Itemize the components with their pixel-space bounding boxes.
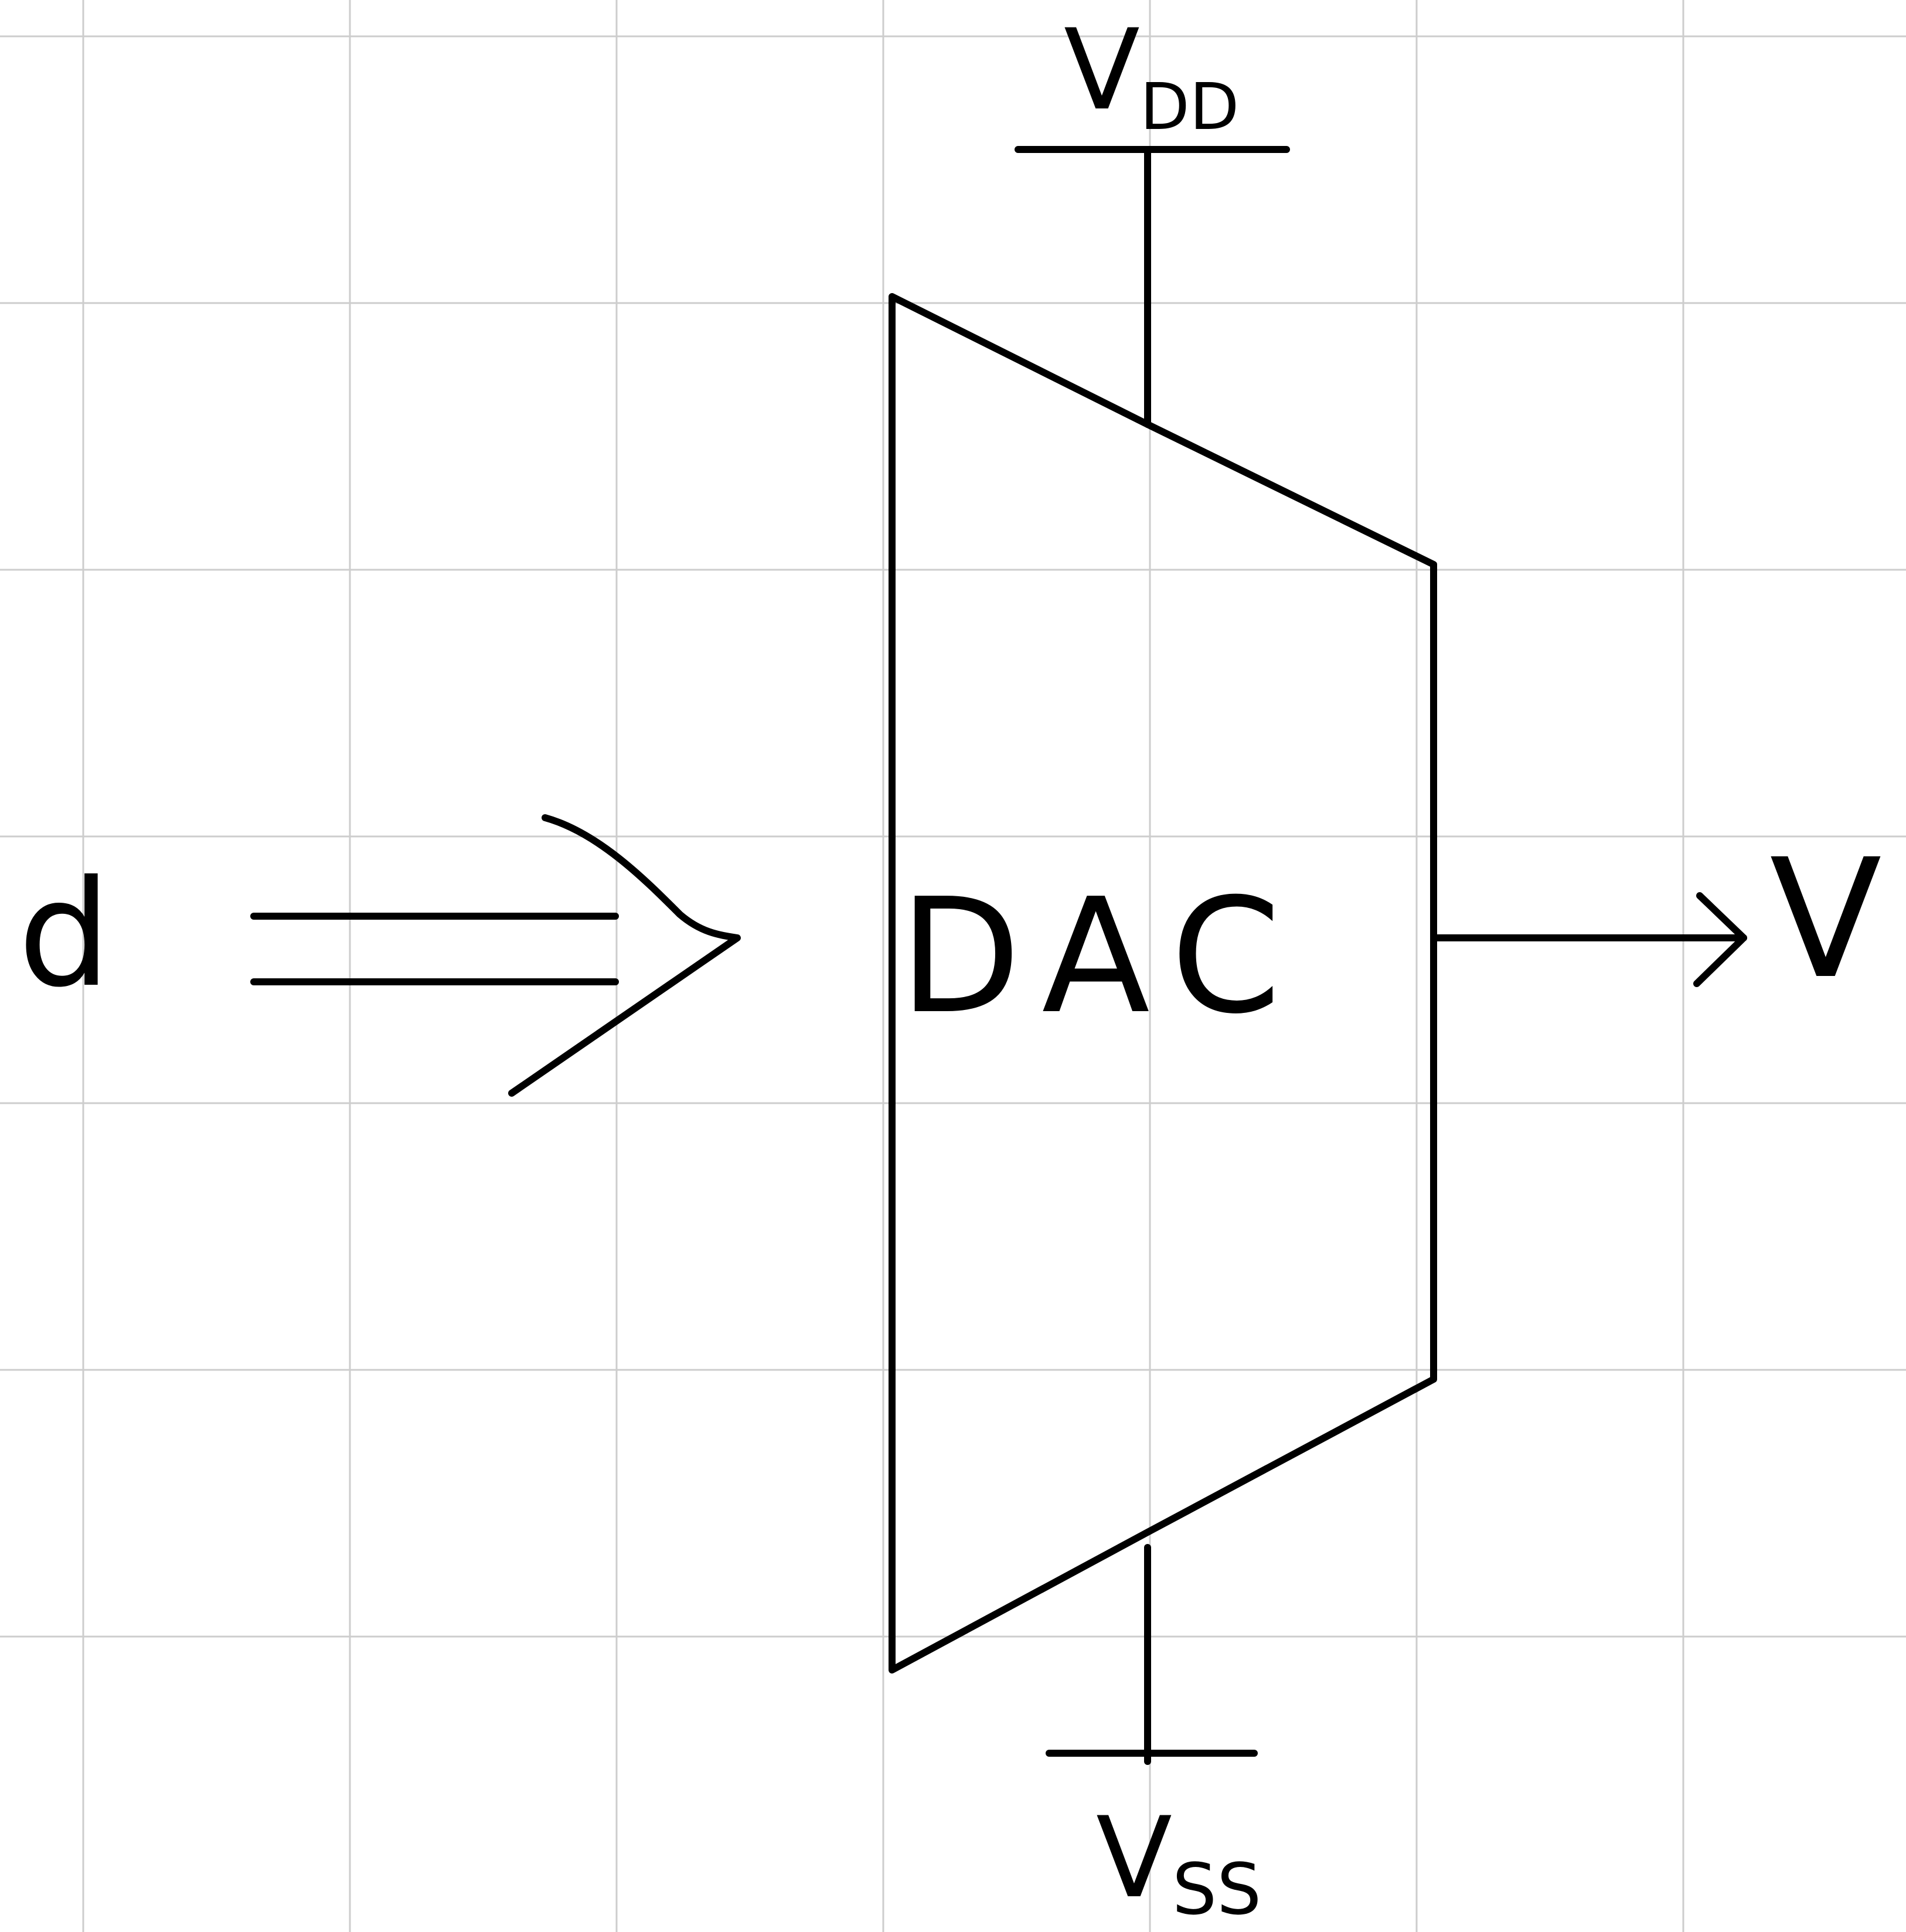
- output-label: V: [1769, 824, 1883, 1015]
- input-bus-arrow: [250, 814, 741, 1097]
- vdd-label-main: V: [1064, 5, 1140, 135]
- input-label: d: [18, 849, 111, 1019]
- vdd-label: VDD: [1064, 5, 1239, 144]
- dac-label: DAC: [899, 864, 1305, 1049]
- vss-label-main: V: [1096, 1793, 1172, 1923]
- vss-label: VSS: [1096, 1793, 1261, 1931]
- vss-label-sub: SS: [1172, 1849, 1261, 1931]
- vdd-label-sub: DD: [1140, 69, 1239, 144]
- output-arrow: [1434, 892, 1747, 987]
